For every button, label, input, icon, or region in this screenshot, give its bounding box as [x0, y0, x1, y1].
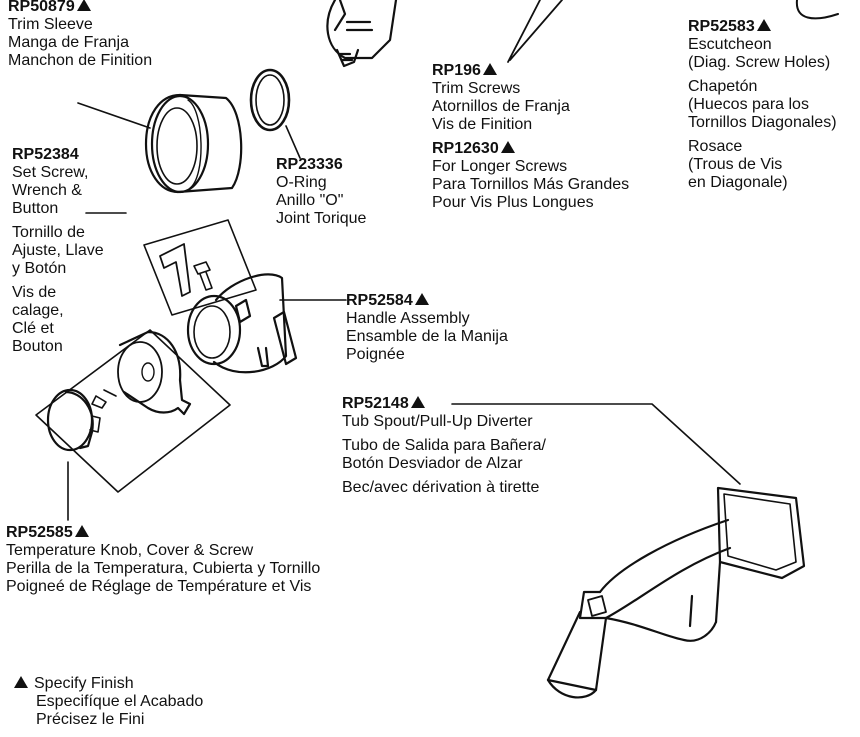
- desc-en: Trim Screws: [432, 80, 521, 97]
- desc-es-line: Botón Desviador de Alzar: [342, 455, 523, 472]
- filled-triangle-icon: [74, 525, 89, 537]
- desc-fr-line: Rosace: [688, 138, 743, 155]
- part-number: RP196: [432, 62, 481, 79]
- label-trim-sleeve: RP50879 Trim Sleeve Manga de Franja Manc…: [8, 0, 152, 70]
- desc-fr: Bec/avec dérivation à tirette: [342, 479, 540, 496]
- part-number: RP52584: [346, 292, 413, 309]
- valve-cartridge: [326, 0, 398, 68]
- desc-es-line: Ajuste, Llave: [12, 242, 104, 259]
- part-number: RP23336: [276, 156, 343, 173]
- desc-es: Perilla de la Temperatura, Cubierta y To…: [6, 560, 321, 577]
- desc-es-line: Tornillos Diagonales): [688, 114, 837, 131]
- desc-fr: Pour Vis Plus Longues: [432, 194, 594, 211]
- desc-es: Anillo "O": [276, 192, 344, 209]
- desc-en: For Longer Screws: [432, 158, 568, 175]
- filled-triangle-icon: [14, 676, 28, 688]
- part-number: RP52585: [6, 524, 73, 541]
- filled-triangle-icon: [414, 293, 429, 305]
- desc-es: Manga de Franja: [8, 34, 129, 51]
- desc-en: Tub Spout/Pull-Up Diverter: [342, 413, 533, 430]
- desc-en: Handle Assembly: [346, 310, 470, 327]
- set-screw-kit-box: [143, 219, 257, 316]
- desc-fr-line: Vis de: [12, 284, 57, 301]
- desc-fr-line: calage,: [12, 302, 64, 319]
- filled-triangle-icon: [76, 0, 91, 11]
- label-trim-screws: RP196 Trim Screws Atornillos de Franja V…: [432, 62, 629, 212]
- label-escutcheon: RP52583 Escutcheon (Diag. Screw Holes) C…: [688, 18, 837, 192]
- part-number: RP52583: [688, 18, 755, 35]
- label-tub-spout: RP52148 Tub Spout/Pull-Up Diverter Tubo …: [342, 395, 546, 497]
- tub-spout: [546, 486, 806, 699]
- label-handle-assembly: RP52584 Handle Assembly Ensamble de la M…: [346, 292, 508, 364]
- label-o-ring: RP23336 O-Ring Anillo "O" Joint Torique: [276, 156, 366, 228]
- desc-fr-line: en Diagonale): [688, 174, 788, 191]
- part-number: RP52384: [12, 146, 79, 163]
- desc-fr-line: (Trous de Vis: [688, 156, 783, 173]
- finish-legend: Specify Finish Especifíque el Acabado Pr…: [14, 675, 203, 729]
- desc-en: Trim Sleeve: [8, 16, 93, 33]
- filled-triangle-icon: [410, 396, 425, 408]
- desc-en: Temperature Knob, Cover & Screw: [6, 542, 254, 559]
- desc-fr: Joint Torique: [276, 210, 367, 227]
- temperature-knob-kit-box: [35, 329, 231, 493]
- filled-triangle-icon: [756, 19, 771, 31]
- desc-es-line: Tornillo de: [12, 224, 85, 241]
- desc-es-line: Tubo de Salida para Bañera/: [342, 437, 546, 454]
- desc-en-line: Button: [12, 200, 59, 217]
- desc-en-line: Escutcheon: [688, 36, 772, 53]
- desc-es-line: Chapetón: [688, 78, 758, 95]
- desc-en-line: (Diag. Screw Holes): [688, 54, 831, 71]
- desc-en-line: Set Screw,: [12, 164, 89, 181]
- desc-es: Atornillos de Franja: [432, 98, 570, 115]
- part-number: RP52148: [342, 395, 409, 412]
- filled-triangle-icon: [500, 141, 515, 153]
- trim-screws-leader: [507, 0, 563, 63]
- desc-en-line: Wrench &: [12, 182, 82, 199]
- desc-es-line: (Huecos para los: [688, 96, 809, 113]
- desc-fr-line: Bouton: [12, 338, 63, 355]
- desc-es: Ensamble de la Manija: [346, 328, 508, 345]
- part-number: RP50879: [8, 0, 75, 15]
- desc-fr: Poignée: [346, 346, 405, 363]
- desc-fr-line: Clé et: [12, 320, 54, 337]
- label-temperature-knob: RP52585 Temperature Knob, Cover & Screw …: [6, 524, 320, 596]
- legend-en: Specify Finish: [34, 675, 134, 692]
- legend-es: Especifíque el Acabado: [36, 693, 204, 710]
- handle-assembly: [186, 273, 298, 374]
- o-ring: [249, 68, 291, 132]
- filled-triangle-icon: [482, 63, 497, 75]
- desc-es: Para Tornillos Más Grandes: [432, 176, 630, 193]
- legend-fr: Précisez le Fini: [36, 711, 145, 728]
- o-ring-leader: [285, 125, 301, 159]
- desc-en: O-Ring: [276, 174, 327, 191]
- tub-spout-leader: [451, 403, 741, 485]
- label-set-screw: RP52384 Set Screw, Wrench & Button Torni…: [12, 146, 104, 356]
- trim-sleeve-leader: [77, 102, 151, 129]
- desc-fr: Manchon de Finition: [8, 52, 153, 69]
- escutcheon-edge: [795, 0, 839, 20]
- desc-fr: Vis de Finition: [432, 116, 533, 133]
- desc-es-line: y Botón: [12, 260, 67, 277]
- part-number: RP12630: [432, 140, 499, 157]
- desc-fr: Poigneé de Réglage de Température et Vis: [6, 578, 312, 595]
- trim-sleeve: [144, 93, 243, 194]
